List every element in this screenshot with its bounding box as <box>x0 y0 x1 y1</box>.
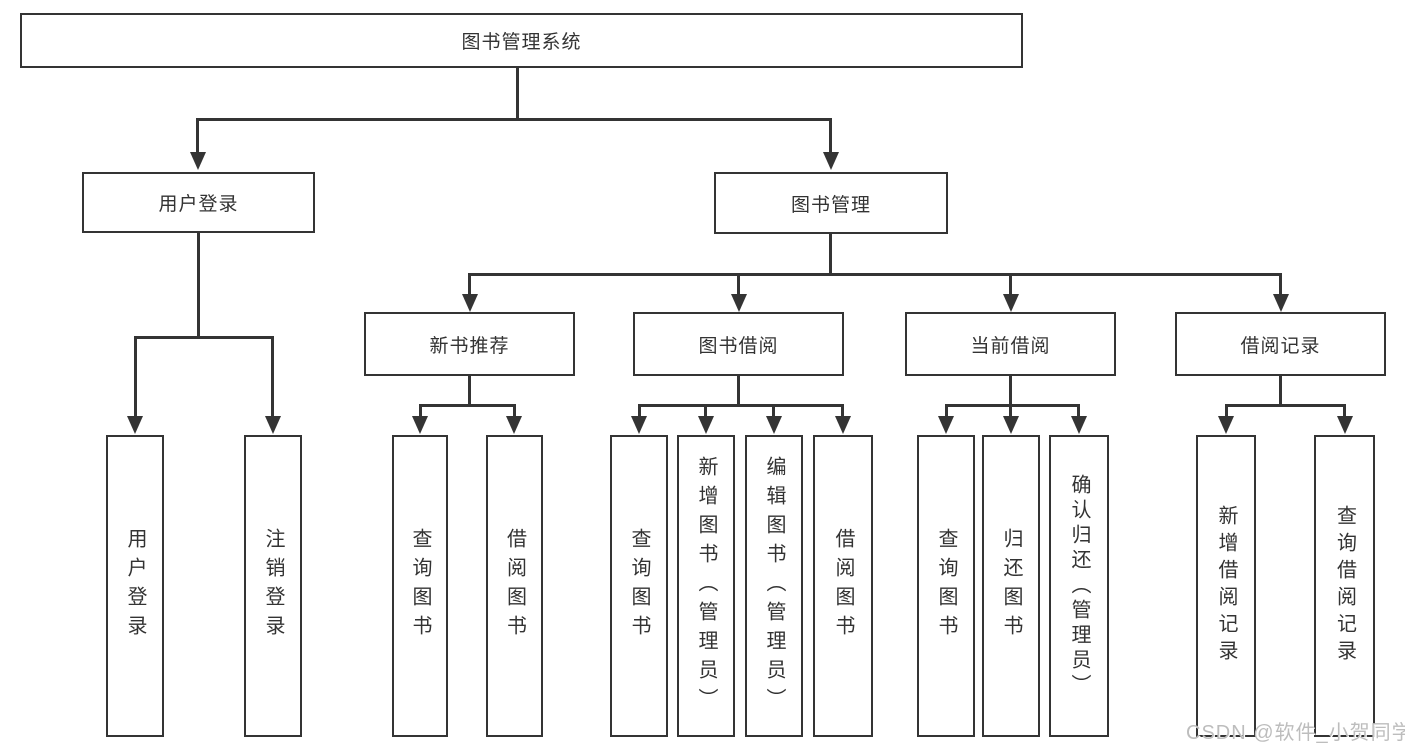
leaf-borrow-books: 借阅图书 <box>813 435 873 737</box>
connector <box>1009 404 1012 417</box>
connector <box>134 336 274 339</box>
node-book-management: 图书管理 <box>714 172 948 234</box>
connector <box>197 233 200 336</box>
node-label: 图书管理系统 <box>461 32 582 53</box>
leaf-label: 确认归还（管理员） <box>1068 473 1090 699</box>
connector <box>772 404 775 417</box>
leaf-user-login: 用户登录 <box>106 435 164 737</box>
connector <box>419 404 516 407</box>
arrow-down-icon <box>1337 416 1353 434</box>
leaf-confirm-return-admin: 确认归还（管理员） <box>1049 435 1109 737</box>
leaf-borrow-books-recommend: 借阅图书 <box>486 435 543 737</box>
node-book-borrowing: 图书借阅 <box>633 312 844 376</box>
connector <box>516 68 519 118</box>
leaf-query-books-borrowing: 查询图书 <box>610 435 668 737</box>
connector <box>638 404 641 417</box>
connector <box>638 404 844 407</box>
arrow-down-icon <box>1218 416 1234 434</box>
node-label: 图书管理 <box>790 194 871 216</box>
connector <box>419 404 422 417</box>
connector <box>1225 404 1228 417</box>
leaf-add-books-admin: 新增图书（管理员） <box>677 435 735 737</box>
leaf-label: 查询图书 <box>628 528 650 644</box>
connector <box>704 404 707 417</box>
leaf-query-books-recommend: 查询图书 <box>392 435 448 737</box>
node-label: 图书借阅 <box>698 335 779 357</box>
connector <box>737 273 740 296</box>
connector <box>468 273 471 296</box>
node-library-management-system: 图书管理系统 <box>20 13 1023 68</box>
connector <box>737 376 740 404</box>
arrow-down-icon <box>938 416 954 434</box>
arrow-down-icon <box>462 294 478 312</box>
arrow-down-icon <box>412 416 428 434</box>
leaf-label: 归还图书 <box>1000 528 1022 644</box>
connector <box>1279 273 1282 296</box>
node-label: 用户登录 <box>158 194 239 215</box>
csdn-watermark: CSDN @软件_小贺同学 <box>1186 722 1405 744</box>
arrow-down-icon <box>1003 416 1019 434</box>
leaf-label: 编辑图书（管理员） <box>763 455 785 717</box>
arrow-down-icon <box>1003 294 1019 312</box>
leaf-query-books-current: 查询图书 <box>917 435 975 737</box>
connector <box>271 336 274 416</box>
connector <box>134 336 137 416</box>
node-current-borrowing: 当前借阅 <box>905 312 1116 376</box>
connector <box>1343 404 1346 417</box>
arrow-down-icon <box>190 152 206 170</box>
arrow-down-icon <box>506 416 522 434</box>
connector <box>1009 376 1012 404</box>
connector <box>841 404 844 417</box>
leaf-label: 借阅图书 <box>832 528 854 644</box>
arrow-down-icon <box>127 416 143 434</box>
leaf-label: 新增借阅记录 <box>1215 505 1237 667</box>
leaf-label: 用户登录 <box>124 528 146 644</box>
leaf-label: 新增图书（管理员） <box>695 455 717 717</box>
connector <box>468 273 1281 276</box>
connector <box>1009 273 1012 296</box>
node-new-book-recommend: 新书推荐 <box>364 312 575 376</box>
node-borrowing-records: 借阅记录 <box>1175 312 1386 376</box>
arrow-down-icon <box>1071 416 1087 434</box>
connector <box>196 118 199 154</box>
leaf-logout: 注销登录 <box>244 435 302 737</box>
arrow-down-icon <box>766 416 782 434</box>
connector <box>196 118 832 121</box>
leaf-edit-books-admin: 编辑图书（管理员） <box>745 435 803 737</box>
arrow-down-icon <box>1273 294 1289 312</box>
arrow-down-icon <box>631 416 647 434</box>
connector <box>829 118 832 154</box>
leaf-label: 查询图书 <box>409 528 431 644</box>
connector <box>468 376 471 404</box>
leaf-label: 借阅图书 <box>503 528 526 644</box>
connector <box>513 404 516 417</box>
leaf-query-borrow-record: 查询借阅记录 <box>1314 435 1375 737</box>
arrow-down-icon <box>823 152 839 170</box>
connector <box>945 404 1080 407</box>
connector <box>829 234 832 273</box>
node-label: 借阅记录 <box>1240 335 1321 357</box>
node-label: 当前借阅 <box>970 335 1051 357</box>
arrow-down-icon <box>731 294 747 312</box>
leaf-label: 注销登录 <box>262 528 284 644</box>
connector <box>945 404 948 417</box>
leaf-add-borrow-record: 新增借阅记录 <box>1196 435 1256 737</box>
leaf-label: 查询图书 <box>935 528 957 644</box>
connector <box>1279 376 1282 404</box>
node-user-login: 用户登录 <box>82 172 315 233</box>
arrow-down-icon <box>835 416 851 434</box>
leaf-return-books: 归还图书 <box>982 435 1040 737</box>
arrow-down-icon <box>265 416 281 434</box>
leaf-label: 查询借阅记录 <box>1333 505 1356 667</box>
connector <box>1077 404 1080 417</box>
node-label: 新书推荐 <box>429 335 510 357</box>
connector <box>1225 404 1346 407</box>
arrow-down-icon <box>698 416 714 434</box>
